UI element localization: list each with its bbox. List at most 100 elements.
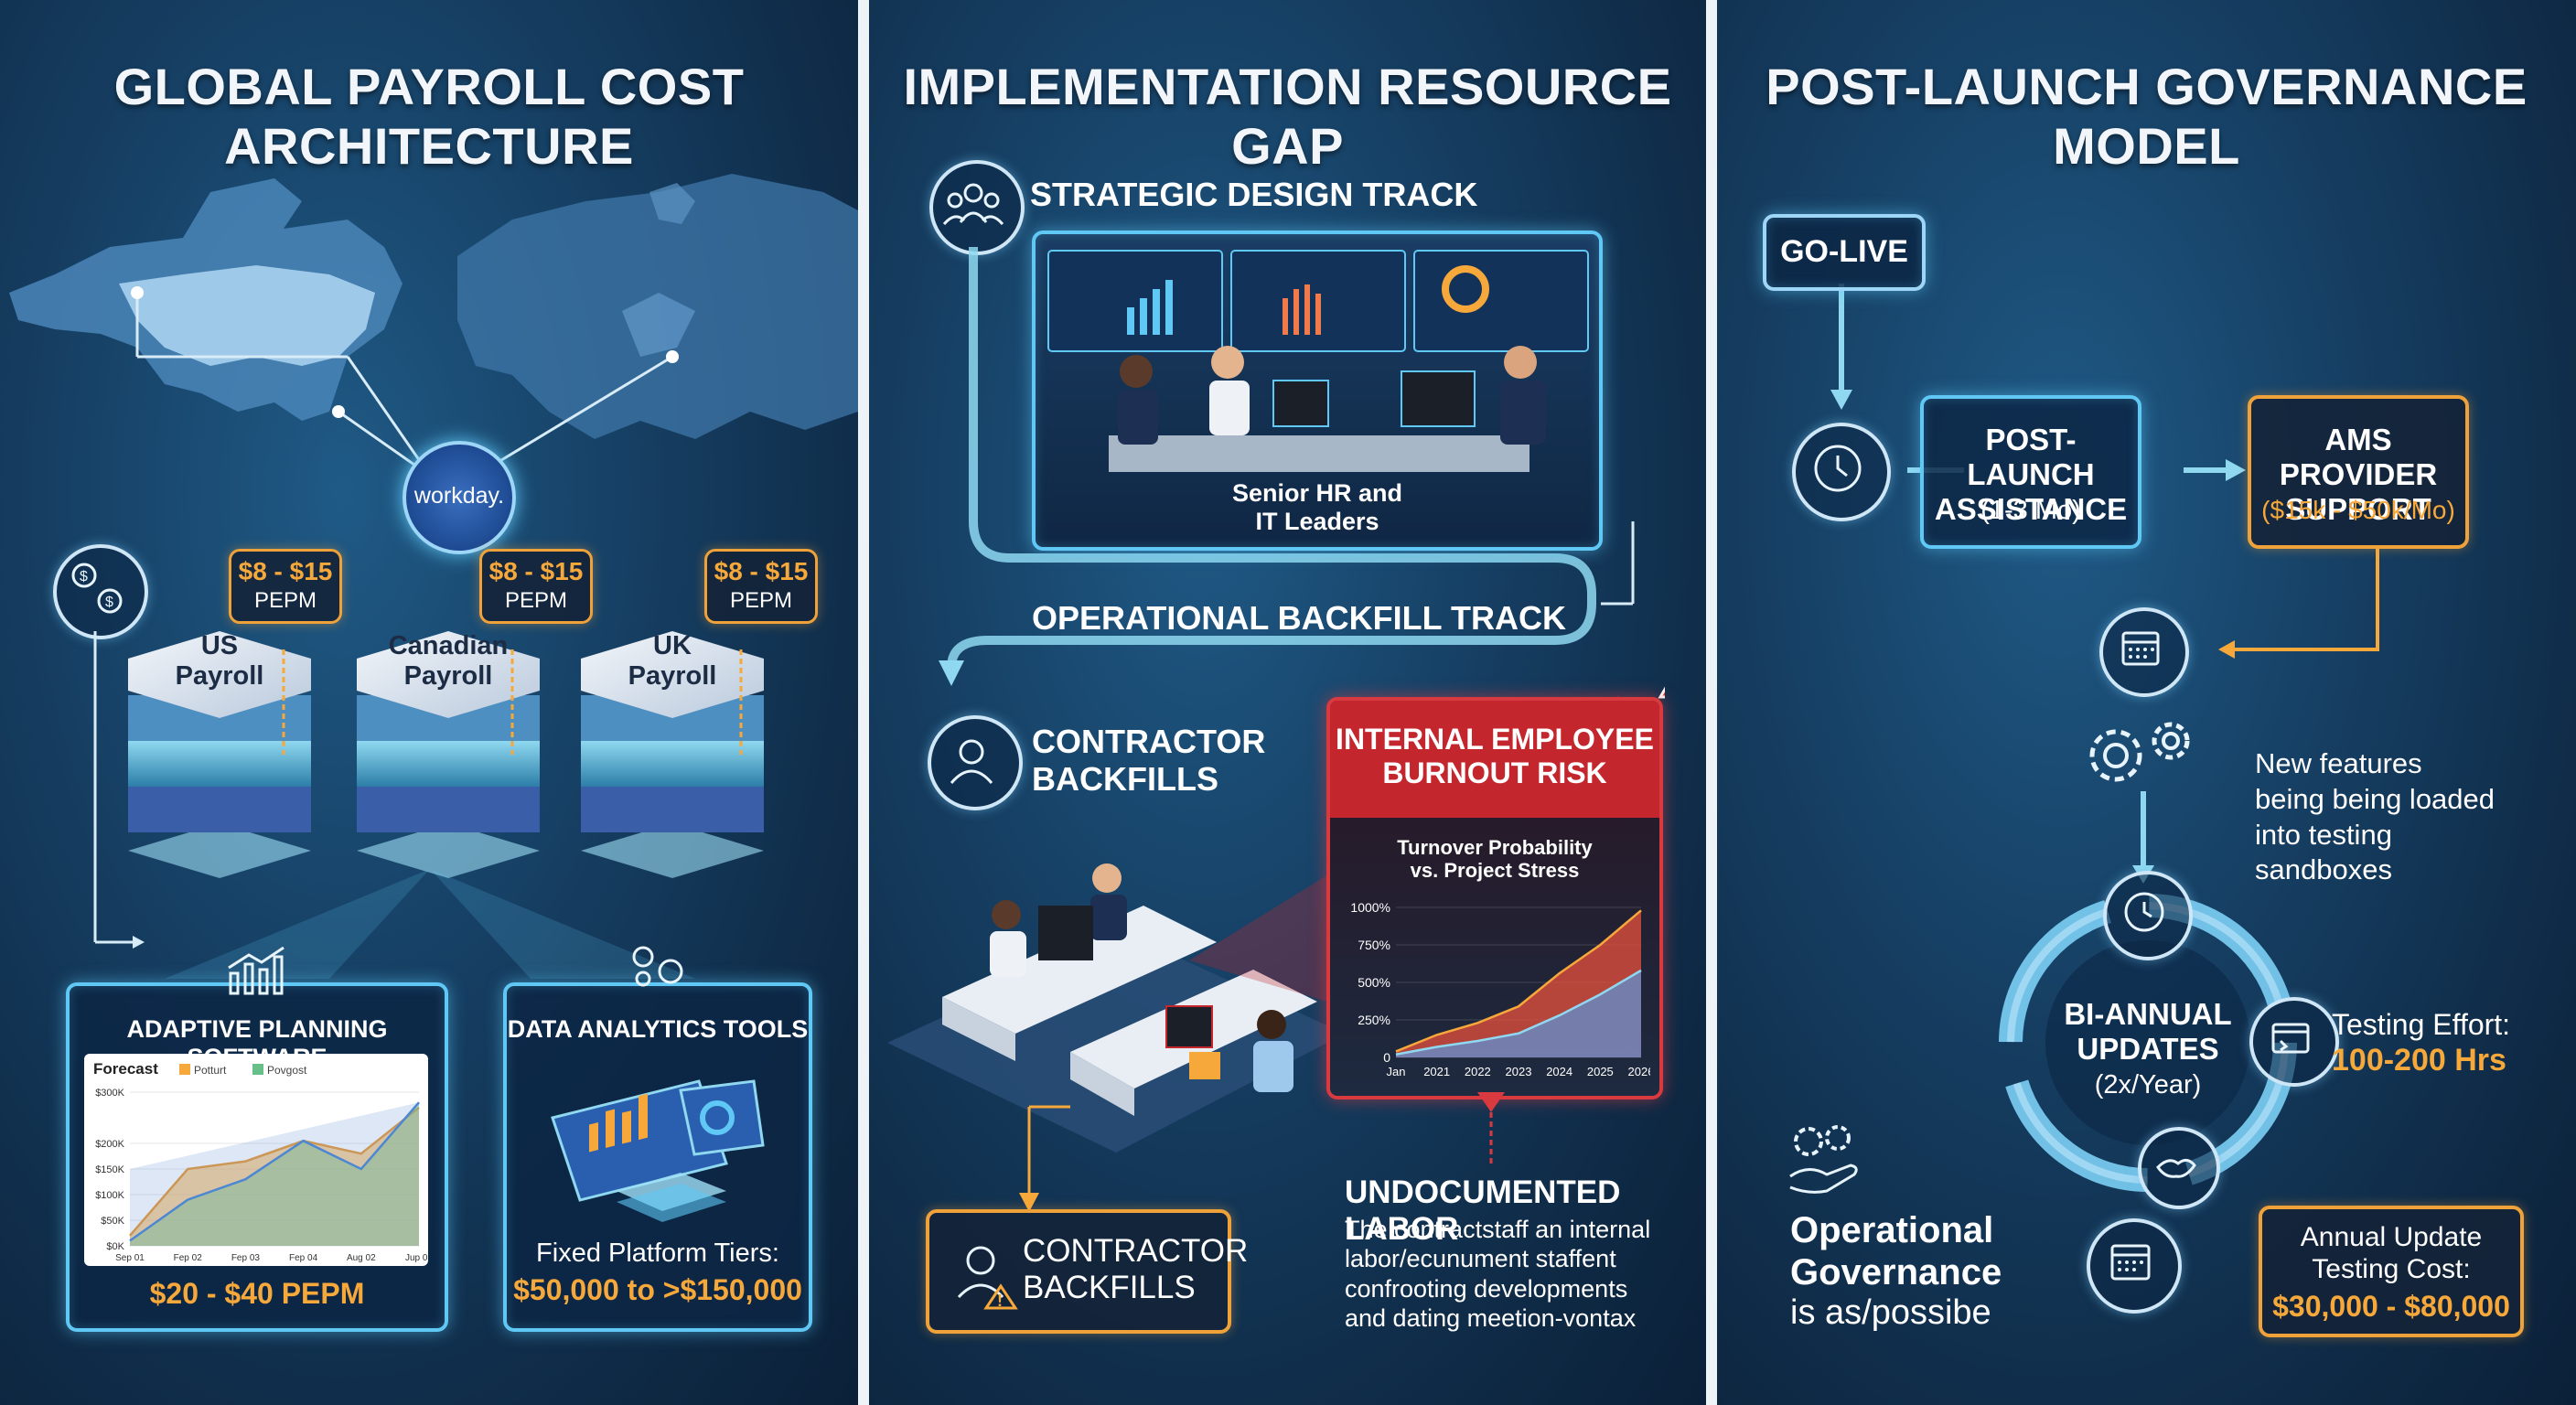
calendar-cost-icon	[2087, 1218, 2182, 1314]
panel-divider	[1706, 0, 1717, 1405]
series-line	[129, 1101, 420, 1242]
contractor-office-illustration	[887, 863, 1345, 1153]
data-analytics-card: DATA ANALYTICS TOOLS Fixed Platform Tier…	[503, 946, 812, 1332]
x-tick-label: Jan	[1387, 1065, 1406, 1078]
handshake-icon	[2138, 1127, 2220, 1209]
strategic-track-label: STRATEGIC DESIGN TRACK	[1030, 176, 1478, 213]
stack-label-uk: UK Payroll	[628, 631, 717, 692]
calendar-icon	[2099, 607, 2189, 697]
light-beam	[165, 869, 695, 979]
y-tick-label: 0	[1383, 1050, 1390, 1065]
contractor-backfills-label: CONTRACTOR BACKFILLS	[1032, 723, 1266, 799]
panel-title: POST-LAUNCH GOVERNANCE MODEL	[1766, 58, 2528, 175]
panel-divider	[858, 0, 869, 1405]
x-tick-label: Aug 02	[347, 1253, 376, 1263]
price-tag-canadian: $8 - $15 PEPM	[479, 549, 593, 624]
workday-logo: workday.	[402, 441, 516, 554]
series-line	[1395, 909, 1642, 1053]
svg-text:!: !	[997, 1292, 1003, 1310]
annual-update-cost-card: Annual Update Testing Cost: $30,000 - $8…	[2259, 1206, 2524, 1337]
burnout-chart-title: Turnover Probability vs. Project Stress	[1397, 836, 1593, 883]
y-tick-label: $300K	[95, 1088, 124, 1099]
y-tick-label: 250%	[1358, 1013, 1390, 1027]
contractor-icon	[928, 715, 1023, 810]
ams-sub: ($15k - $50k/Mo)	[2261, 496, 2455, 524]
y-tick-label: 1000%	[1350, 900, 1390, 915]
undocumented-labor-title: UNDOCUMENTED LABOR	[1345, 1174, 1621, 1248]
y-tick-label: $50K	[101, 1216, 124, 1227]
post-launch-assistance-card: POST-LAUNCH ASSISTANCE (1-3 Mo)	[1920, 395, 2141, 549]
price-unit: PEPM	[504, 588, 567, 613]
legend-swatch	[179, 1064, 190, 1075]
ams-title: AMS PROVIDER SUPPORT	[2279, 423, 2438, 526]
price-unit: PEPM	[729, 588, 792, 613]
x-tick-label: 2023	[1506, 1065, 1532, 1078]
analytics-tiers-value: $50,000 to >$150,000	[513, 1273, 802, 1306]
clock-icon	[1792, 423, 1891, 521]
governance-gears-icon	[1789, 1125, 1858, 1194]
burnout-header	[1330, 701, 1659, 818]
governance-title: Operational Governance	[1790, 1210, 2002, 1292]
price-value: $8 - $15	[714, 557, 809, 585]
burnout-pointer	[1477, 1092, 1505, 1165]
bar-chart-icon	[228, 946, 284, 995]
gears-icon	[632, 946, 683, 987]
series-area	[130, 1107, 419, 1246]
contractor-box-connector	[1019, 1105, 1070, 1212]
series-line	[1395, 969, 1642, 1056]
x-tick-label: Fep 04	[289, 1253, 318, 1263]
testing-effort-value: 100-200 Hrs	[2332, 1043, 2506, 1078]
x-tick-label: Fep 02	[174, 1253, 203, 1263]
go-live-badge: GO-LIVE	[1763, 214, 1926, 291]
adaptive-planning-card: ADAPTIVE PLANNING SOFTWARE ForecastPottu…	[66, 946, 448, 1332]
burnout-title: INTERNAL EMPLOYEE BURNOUT RISK	[1336, 723, 1654, 789]
annual-cost-label: Annual Update Testing Cost:	[2300, 1222, 2483, 1284]
money-exchange-icon: $$	[53, 544, 148, 639]
x-tick-label: 2024	[1546, 1065, 1572, 1078]
adaptive-price: $20 - $40 PEPM	[149, 1277, 365, 1310]
price-tag-uk: $8 - $15 PEPM	[704, 549, 818, 624]
legend-swatch	[252, 1064, 263, 1075]
chart-title: Forecast	[93, 1060, 158, 1078]
legend-label: Povgost	[267, 1064, 307, 1077]
baseline-area	[130, 1102, 419, 1246]
leaders-caption: Senior HR and IT Leaders	[1231, 479, 1403, 536]
strategic-design-scene: Senior HR and IT Leaders	[1032, 231, 1603, 551]
stack-label-us: US Payroll	[175, 631, 264, 692]
ams-provider-card: AMS PROVIDER SUPPORT ($15k - $50k/Mo)	[2248, 395, 2469, 549]
panel-resource-gap: IMPLEMENTATION RESOURCE GAP STRATEGIC DE…	[869, 0, 1706, 1405]
x-tick-label: 2025	[1587, 1065, 1614, 1078]
connector-line	[93, 631, 145, 949]
operational-track-label: OPERATIONAL BACKFILL TRACK	[1032, 599, 1566, 637]
undocumented-labor-body: The contractstaff an internal labor/ecun…	[1345, 1216, 1651, 1333]
new-features-note: New features being being loaded into tes…	[2255, 747, 2496, 886]
x-tick-label: Fep 03	[231, 1253, 261, 1263]
y-tick-label: $100K	[95, 1190, 124, 1201]
contractor-box-label: CONTRACTOR BACKFILLS	[1023, 1233, 1249, 1306]
world-map-icon	[9, 174, 858, 477]
testing-effort-label: Testing Effort:	[2332, 1008, 2511, 1041]
y-tick-label: 750%	[1358, 938, 1390, 952]
svg-text:$: $	[80, 569, 88, 585]
x-tick-label: 2022	[1465, 1065, 1491, 1078]
burnout-risk-card: INTERNAL EMPLOYEE BURNOUT RISK Turnover …	[1326, 697, 1663, 1099]
workday-logo-text: workday.	[413, 483, 505, 509]
price-tag-us: $8 - $15 PEPM	[229, 549, 342, 624]
governance-sub: is as/possibe	[1790, 1293, 1991, 1332]
payroll-server-stacks	[128, 631, 764, 878]
y-tick-label: $150K	[95, 1164, 124, 1175]
series-line	[129, 1106, 420, 1237]
annual-cost-value: $30,000 - $80,000	[2272, 1290, 2510, 1323]
go-live-label: GO-LIVE	[1780, 234, 1908, 269]
y-tick-label: $200K	[95, 1139, 124, 1150]
analytics-tiers-label: Fixed Platform Tiers:	[536, 1239, 779, 1268]
x-tick-label: Sep 01	[115, 1253, 145, 1263]
refresh-clock-icon	[2103, 871, 2193, 960]
series-area	[130, 1102, 419, 1246]
post-launch-sub: (1-3 Mo)	[1980, 496, 2081, 525]
stack-label-canadian: Canadian Payroll	[388, 631, 509, 692]
